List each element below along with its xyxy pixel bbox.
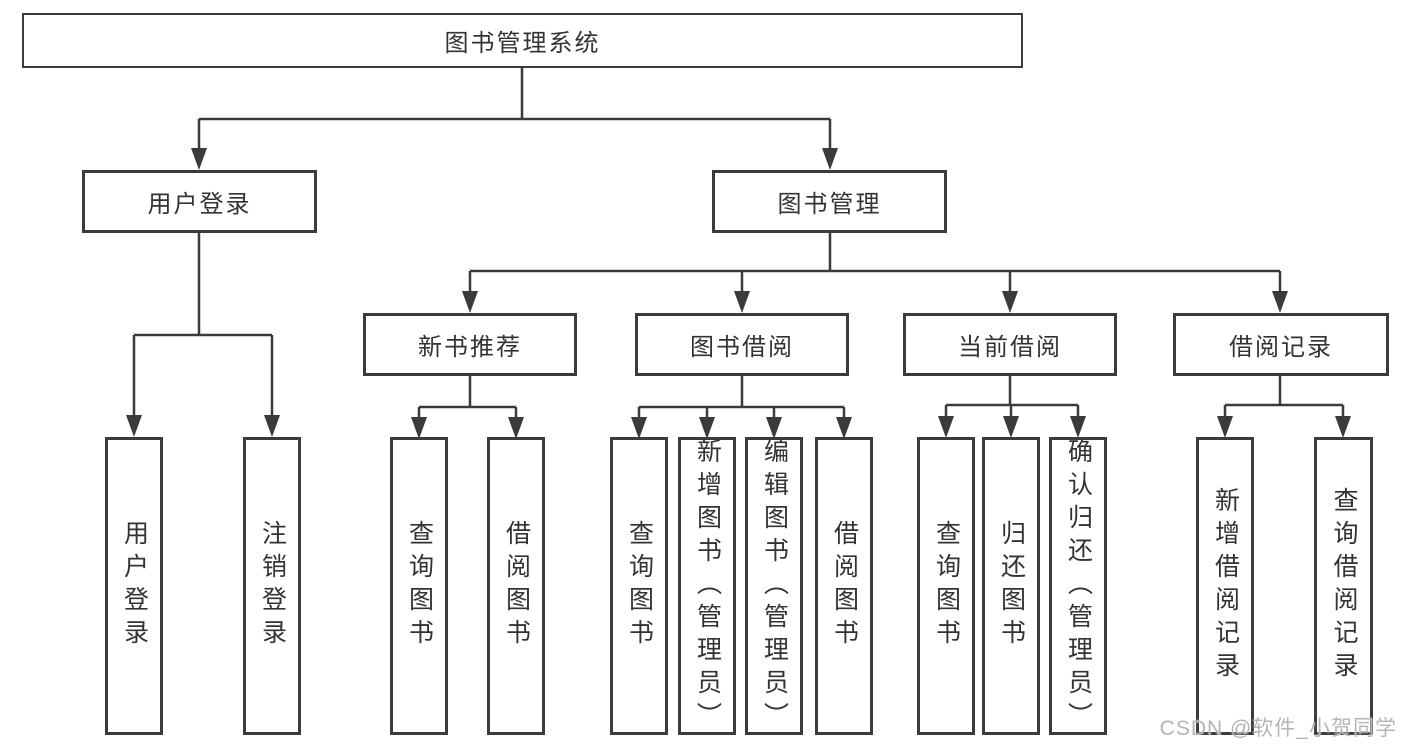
leaf-user-login: 用户登录: [105, 437, 163, 735]
leaf-cb-return-books: 归还图书: [982, 437, 1040, 735]
node-book-management: 图书管理: [712, 170, 947, 233]
leaf-br-add-record-label: 新增借阅记录: [1211, 487, 1240, 685]
leaf-nb-borrow-books-label: 借阅图书: [502, 520, 531, 652]
leaf-nb-query-books: 查询图书: [390, 437, 448, 735]
leaf-cb-confirm-return-admin: 确认归还（管理员）: [1049, 437, 1107, 735]
leaf-logout: 注销登录: [243, 437, 301, 735]
node-new-book-recommend: 新书推荐: [363, 313, 577, 376]
node-borrow-records: 借阅记录: [1173, 313, 1389, 376]
leaf-user-login-label: 用户登录: [120, 520, 149, 652]
leaf-cb-return-books-label: 归还图书: [997, 520, 1026, 652]
leaf-bb-borrow-books-label: 借阅图书: [830, 520, 859, 652]
leaf-bb-add-books-admin-label: 新增图书（管理员）: [693, 437, 722, 735]
node-user-login: 用户登录: [82, 170, 317, 233]
leaf-bb-query-books: 查询图书: [610, 437, 668, 735]
leaf-bb-add-books-admin: 新增图书（管理员）: [678, 437, 736, 735]
node-current-borrowing: 当前借阅: [903, 313, 1117, 376]
leaf-nb-borrow-books: 借阅图书: [487, 437, 545, 735]
leaf-cb-query-books: 查询图书: [917, 437, 975, 735]
watermark: CSDN @软件_小贺同学: [1159, 717, 1397, 740]
leaf-nb-query-books-label: 查询图书: [405, 520, 434, 652]
leaf-bb-edit-books-admin-label: 编辑图书（管理员）: [760, 437, 789, 735]
connector-path: [132, 68, 1345, 419]
node-root: 图书管理系统: [22, 13, 1023, 68]
leaf-br-query-record-label: 查询借阅记录: [1330, 487, 1358, 685]
leaf-br-query-record: 查询借阅记录: [1314, 437, 1373, 735]
leaf-bb-edit-books-admin: 编辑图书（管理员）: [745, 437, 803, 735]
leaf-cb-confirm-return-admin-label: 确认归还（管理员）: [1064, 437, 1093, 735]
leaf-bb-borrow-books: 借阅图书: [815, 437, 873, 735]
leaf-br-add-record: 新增借阅记录: [1196, 437, 1254, 735]
leaf-bb-query-books-label: 查询图书: [625, 520, 654, 652]
leaf-logout-label: 注销登录: [258, 520, 287, 652]
node-book-borrowing: 图书借阅: [635, 313, 849, 376]
arrowheads: [126, 148, 1351, 439]
leaf-cb-query-books-label: 查询图书: [932, 520, 961, 652]
